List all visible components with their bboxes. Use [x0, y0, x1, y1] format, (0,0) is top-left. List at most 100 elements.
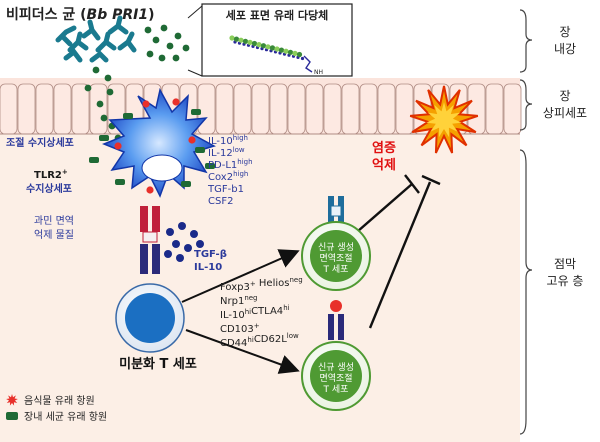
food-antigen — [114, 142, 122, 150]
food-antigen — [146, 186, 154, 194]
cytokine-item: PD-L1high — [208, 158, 253, 171]
treg-marker: Nrp1neg — [220, 294, 258, 307]
diagram-title: 비피더스 균 (Bb PRI1) — [6, 7, 155, 23]
epithelium-label-2: 상피세포 — [543, 106, 587, 120]
polysaccharide-dot — [84, 84, 92, 92]
treg-cell-1-line-1: 신규 생성 — [318, 242, 354, 253]
sugar-unit — [247, 39, 253, 46]
bacteria-antigen — [195, 147, 205, 153]
lumen-label-2: 내강 — [554, 42, 576, 56]
sugar-unit — [292, 50, 298, 57]
polysaccharide-dot — [158, 54, 166, 62]
bacteria-antigen — [191, 109, 201, 115]
epithelial-cell — [467, 83, 486, 135]
treg-marker: CD44hiCD62Llow — [220, 332, 299, 349]
bacteria-antigen — [205, 163, 215, 169]
epithelial-cell — [0, 83, 18, 135]
sugar-unit — [296, 51, 303, 58]
polysaccharide-dot — [104, 74, 112, 82]
epithelial-cell — [53, 83, 72, 135]
epithelial-cell — [341, 83, 360, 135]
secreted-tgf-label: TGF-β — [194, 249, 227, 260]
allergy-label-2: 억제 물질 — [34, 229, 74, 241]
epithelial-cell — [89, 83, 108, 135]
food-antigen — [188, 136, 196, 144]
sugar-unit — [260, 43, 267, 49]
polysaccharide-dot — [106, 88, 114, 96]
epithelial-cell — [485, 83, 504, 135]
polysaccharide-dot — [96, 100, 104, 108]
inflammation-burst-icon — [409, 85, 479, 154]
epithelial-cell — [197, 83, 216, 135]
epithelial-cell — [233, 83, 252, 135]
treg-cell-1-line-3: T 세포 — [323, 264, 349, 275]
cytokine-dot — [184, 244, 192, 252]
allergy-label-1: 과민 면역 — [34, 215, 74, 227]
dc-antigens — [89, 98, 215, 194]
layer-braces — [519, 9, 533, 435]
mucosa-label-1: 점막 — [554, 257, 576, 271]
bacteria-antigen — [99, 135, 109, 141]
mucosa-label-2: 고유 층 — [547, 274, 584, 288]
secreted-il10-label: IL-10 — [194, 262, 222, 273]
marker-list: Foxp3+ HeliosnegNrp1negIL-10hiCTLA4hiCD1… — [220, 276, 303, 349]
sugar-unit — [256, 42, 262, 48]
mhc-tcr-receptor — [140, 206, 160, 274]
epithelial-cell — [35, 83, 54, 135]
treg-cell-2-line-1: 신규 생성 — [318, 362, 354, 373]
differentiation-arrows — [181, 249, 300, 374]
polysaccharide-dot — [160, 24, 168, 32]
cytokine-item: TGF-b1 — [207, 184, 244, 195]
epithelial-cell — [287, 83, 306, 135]
epithelial-cell — [215, 83, 234, 135]
treg-cell-1 — [301, 196, 371, 291]
epithelial-cell — [503, 83, 522, 135]
epithelial-cell — [17, 83, 36, 135]
treg-cell-1-line-2: 면역조절 — [319, 252, 352, 264]
dendritic-cell — [101, 87, 216, 198]
bifidobacteria-cluster — [55, 15, 137, 63]
sugar-unit — [251, 40, 258, 47]
food-antigen — [172, 98, 180, 106]
epithelial-cell — [71, 83, 90, 135]
cytokine-item: IL-10high — [208, 134, 248, 147]
bacteria-antigen — [89, 157, 99, 163]
naive-t-cell — [115, 283, 185, 353]
bacteria-antigen — [181, 181, 191, 187]
cytokine-dots — [164, 222, 204, 262]
epithelial-cell — [377, 83, 396, 135]
polysaccharide-inset: 세포 표면 유래 다당체 NH — [187, 3, 353, 77]
sugar-unit — [238, 37, 244, 43]
legend-bacteria-antigen-icon — [6, 412, 18, 420]
polymer-tail — [303, 55, 313, 73]
polysaccharide-dot — [146, 50, 154, 58]
polysaccharide-dot — [172, 54, 180, 62]
tlr2-label-2: 수지상세포 — [26, 182, 72, 195]
regulatory-dc-label: 조절 수지상세포 — [6, 136, 74, 149]
treg-cell-2-line-3: T 세포 — [323, 384, 349, 395]
polysaccharide-dot — [182, 44, 190, 52]
cytokine-dot — [166, 228, 174, 236]
bacteria-antigen — [115, 179, 125, 185]
cytokine-dot — [172, 240, 180, 248]
inhibition-arrows — [349, 174, 441, 329]
epithelial-cell — [251, 83, 270, 135]
cytokine-item: IL-12low — [208, 146, 245, 159]
sugar-unit — [287, 49, 294, 55]
polysaccharide-dot — [100, 114, 108, 122]
epithelial-cell — [269, 83, 288, 135]
treg-marker: Foxp3+ Heliosneg — [220, 276, 303, 293]
cytokine-list: IL-10highIL-12lowPD-L1highCox2highTGF-b1… — [207, 134, 253, 207]
cytokine-item: CSF2 — [208, 196, 233, 207]
cytokine-dot — [178, 222, 186, 230]
sugar-unit — [265, 44, 271, 50]
treg-cell-2-line-2: 면역조절 — [319, 372, 352, 384]
lumen-label-1: 장 — [559, 25, 570, 39]
legend-food-label: 음식물 유래 항원 — [24, 395, 95, 407]
inflammation-label-1: 염증 — [372, 140, 396, 156]
treg-cell-2 — [301, 300, 371, 411]
sugar-unit — [300, 56, 305, 61]
tlr2-label-1: TLR2+ — [34, 168, 68, 181]
